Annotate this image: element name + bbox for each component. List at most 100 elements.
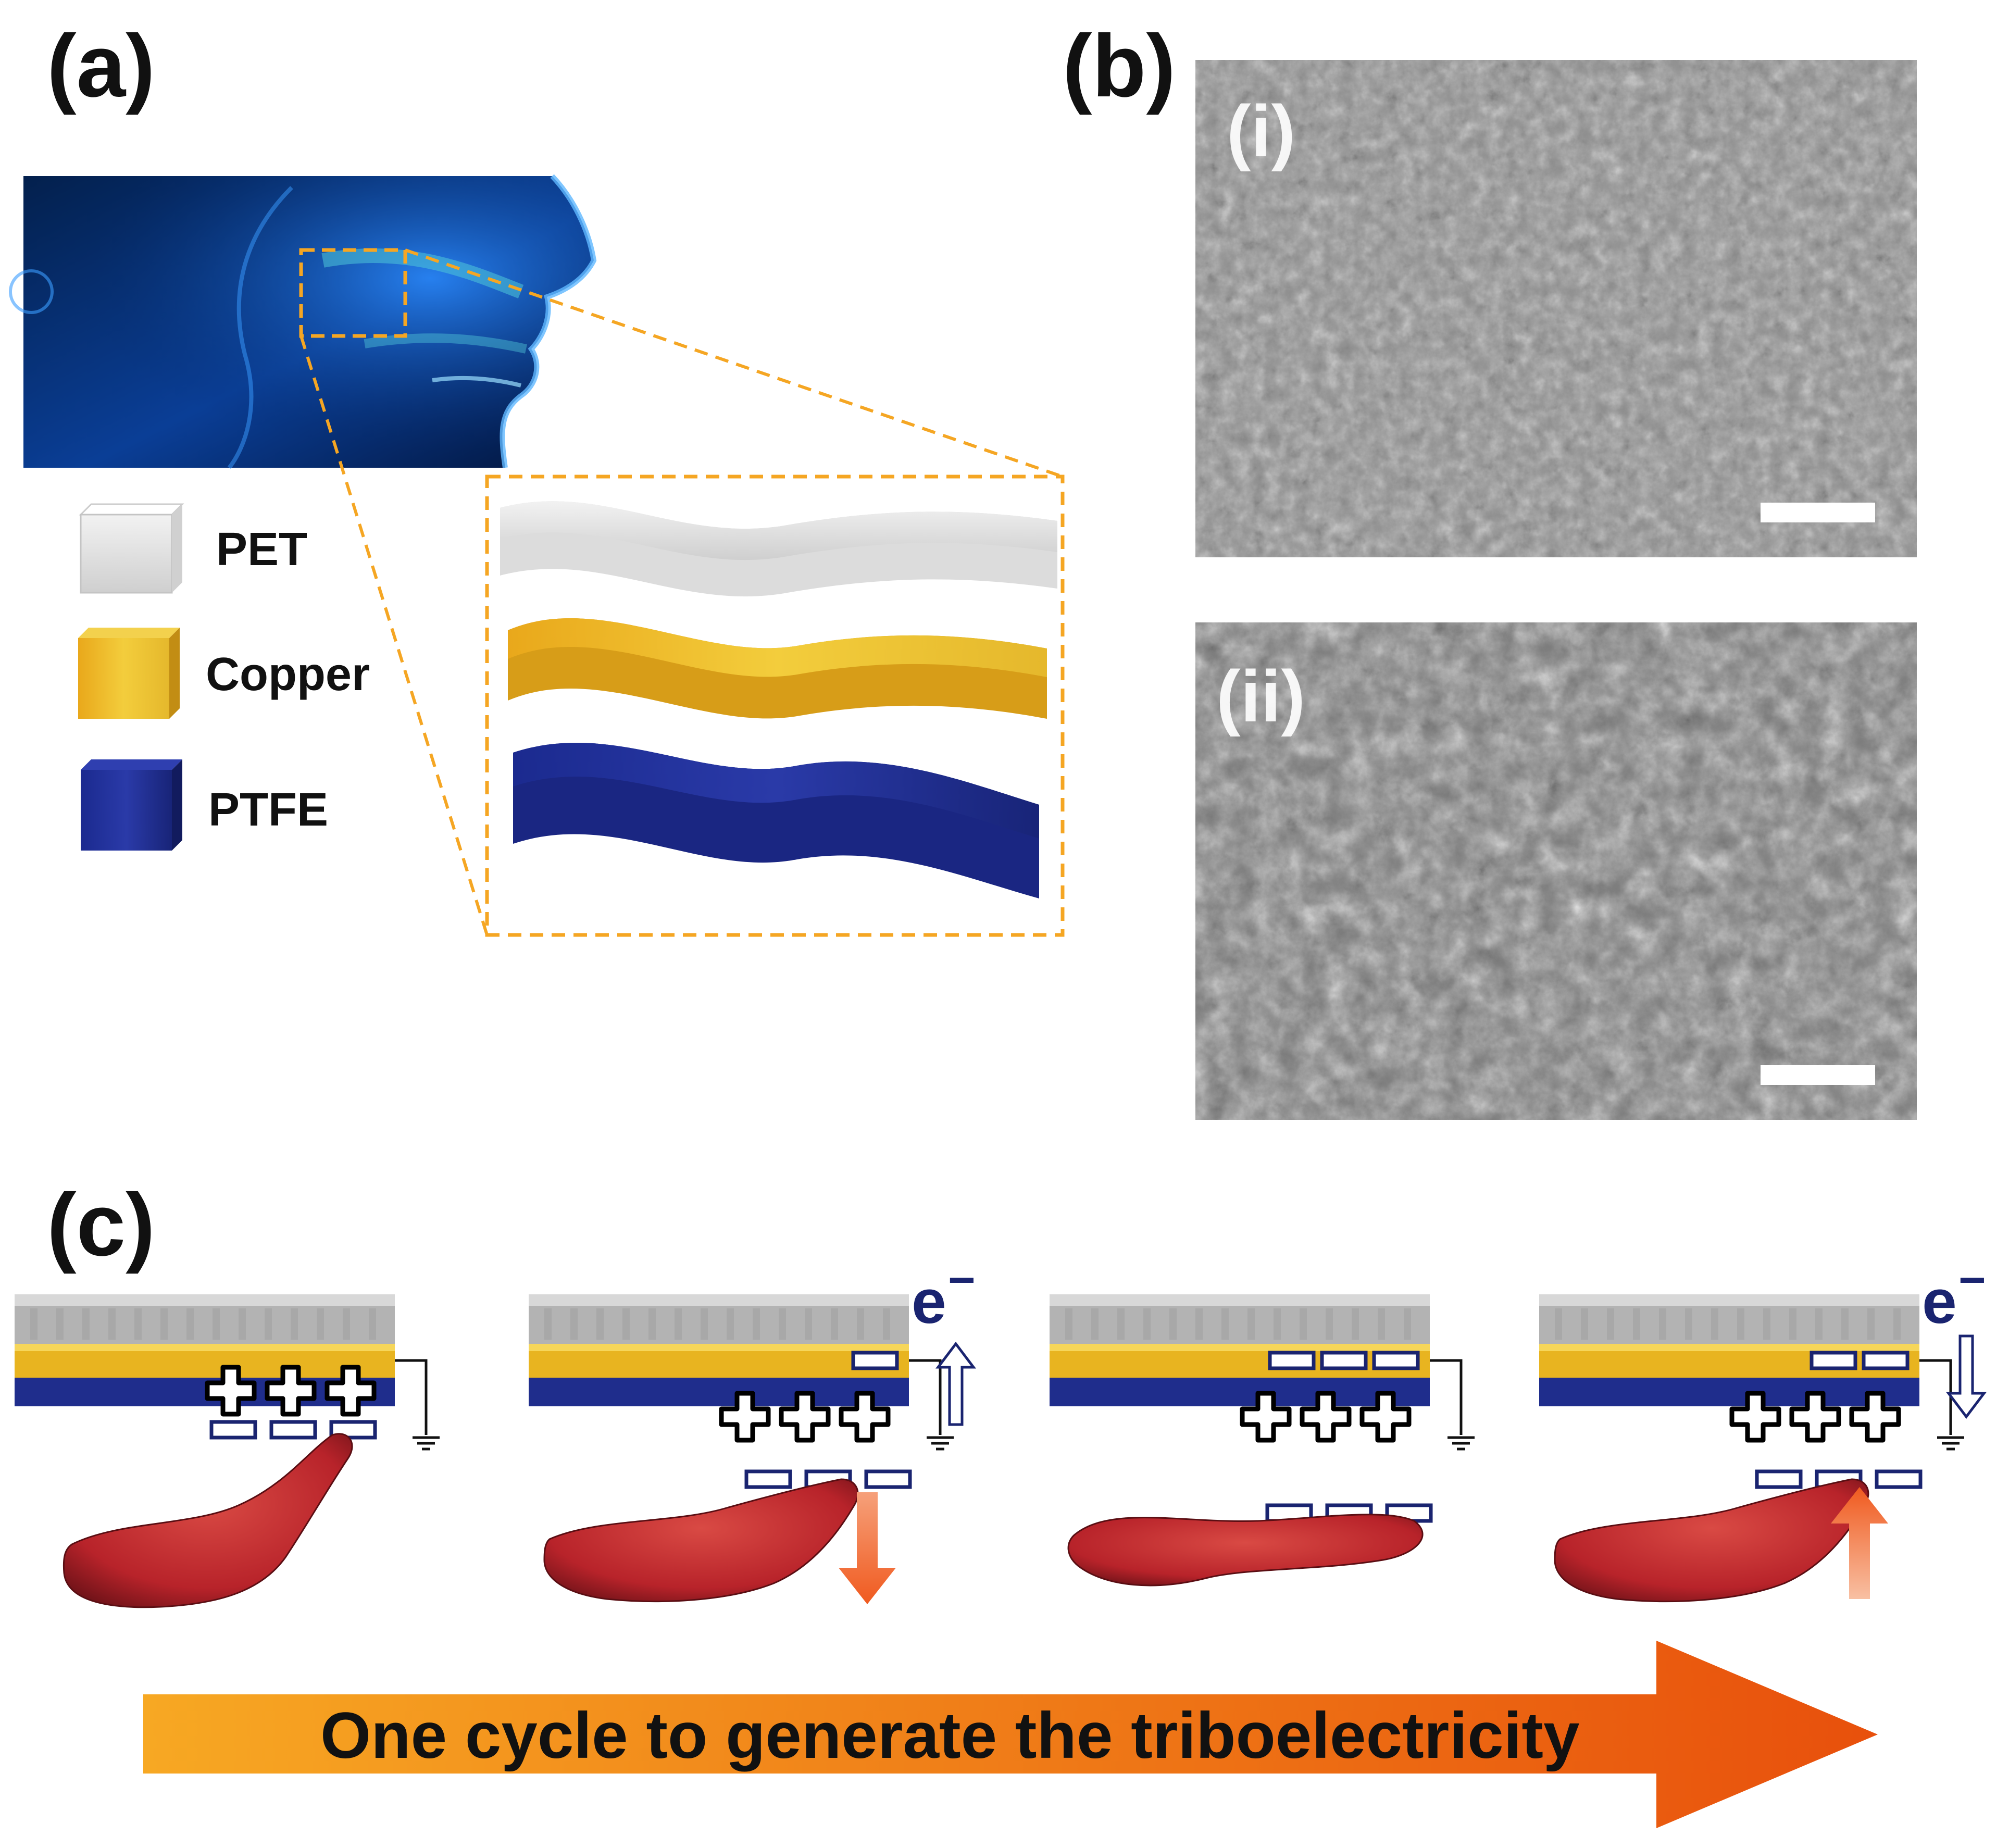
pet-texture bbox=[857, 1308, 864, 1340]
zoom-box bbox=[299, 248, 407, 338]
legend-ptfe-cube bbox=[81, 759, 182, 851]
motion-arrow-up bbox=[1831, 1487, 1888, 1599]
positive-charge bbox=[779, 1391, 831, 1443]
electron-label: e bbox=[912, 1267, 946, 1337]
layer-stack bbox=[500, 501, 1057, 898]
negative-charge bbox=[1372, 1351, 1420, 1370]
pet-texture bbox=[291, 1308, 298, 1340]
ground-icon bbox=[413, 1436, 440, 1451]
plus-sign bbox=[1849, 1391, 1901, 1443]
plus-sign bbox=[719, 1391, 771, 1443]
pet-top-edge bbox=[15, 1294, 395, 1306]
pet-texture bbox=[1404, 1308, 1411, 1340]
pet-texture bbox=[186, 1308, 194, 1340]
tongue bbox=[63, 1433, 353, 1608]
pet-texture bbox=[648, 1308, 656, 1340]
face-illustration bbox=[9, 174, 604, 469]
positive-charge bbox=[325, 1365, 377, 1417]
copper-highlight bbox=[529, 1344, 909, 1351]
sem-image-i bbox=[1195, 60, 1917, 557]
pet-texture bbox=[134, 1308, 142, 1340]
ptfe-layer bbox=[1050, 1378, 1430, 1406]
pet-texture bbox=[805, 1308, 812, 1340]
legend: PET Copper PTFE bbox=[78, 503, 370, 851]
pet-texture bbox=[701, 1308, 708, 1340]
pet-texture bbox=[108, 1308, 116, 1340]
negative-charge bbox=[1320, 1351, 1368, 1370]
cycle-arrow-text: One cycle to generate the triboelectrici… bbox=[320, 1700, 1579, 1772]
electron-sign: − bbox=[1958, 1254, 1986, 1306]
negative-charge bbox=[269, 1420, 317, 1440]
pet-texture bbox=[1221, 1308, 1229, 1340]
negative-charge bbox=[1755, 1469, 1803, 1489]
sem-image-ii bbox=[1195, 622, 1917, 1120]
pet-texture bbox=[1091, 1308, 1099, 1340]
pet-texture bbox=[1117, 1308, 1125, 1340]
pet-layer bbox=[500, 501, 1057, 597]
pet-texture bbox=[570, 1308, 578, 1340]
pet-texture bbox=[1352, 1308, 1359, 1340]
scale-bar-i bbox=[1761, 503, 1875, 522]
positive-charge bbox=[719, 1391, 771, 1443]
pet-texture bbox=[1378, 1308, 1385, 1340]
pet-texture bbox=[675, 1308, 682, 1340]
panel-b-i-label: (i) bbox=[1227, 90, 1295, 172]
pet-texture bbox=[239, 1308, 246, 1340]
pet-texture bbox=[56, 1308, 64, 1340]
positive-charge bbox=[1359, 1391, 1412, 1443]
plus-sign bbox=[1300, 1391, 1352, 1443]
ground-icon bbox=[1937, 1436, 1964, 1451]
pet-texture bbox=[1763, 1308, 1770, 1340]
pet-texture bbox=[1274, 1308, 1281, 1340]
callout-lines bbox=[300, 248, 1063, 935]
panel-b-label: (b) bbox=[1063, 17, 1176, 116]
motion-arrow-down bbox=[839, 1492, 896, 1604]
cycle-step-2: e− bbox=[529, 1254, 977, 1604]
pet-texture bbox=[883, 1308, 890, 1340]
pet-texture bbox=[753, 1308, 760, 1340]
pet-texture bbox=[1867, 1308, 1875, 1340]
ptfe-layer bbox=[1539, 1378, 1919, 1406]
pet-texture bbox=[82, 1308, 90, 1340]
cycle-step-3 bbox=[1050, 1294, 1475, 1587]
positive-charge bbox=[1240, 1391, 1292, 1443]
pet-texture bbox=[622, 1308, 630, 1340]
pet-texture bbox=[160, 1308, 168, 1340]
positive-charge bbox=[1789, 1391, 1841, 1443]
pet-texture bbox=[1581, 1308, 1588, 1340]
copper-highlight bbox=[1539, 1344, 1919, 1351]
layer-stack-box bbox=[485, 475, 1065, 937]
pet-top-edge bbox=[529, 1294, 909, 1306]
ground-wire bbox=[1430, 1359, 1463, 1435]
plus-sign bbox=[325, 1365, 377, 1417]
pet-texture bbox=[1711, 1308, 1718, 1340]
negative-charge bbox=[1268, 1351, 1316, 1370]
pet-texture bbox=[1893, 1308, 1901, 1340]
pet-texture bbox=[1685, 1308, 1692, 1340]
plus-sign bbox=[1789, 1391, 1841, 1443]
pet-texture bbox=[1247, 1308, 1255, 1340]
plus-sign bbox=[265, 1365, 317, 1417]
pet-texture bbox=[1659, 1308, 1666, 1340]
electron-label: e bbox=[1922, 1267, 1957, 1337]
pet-texture bbox=[1633, 1308, 1640, 1340]
pet-texture bbox=[596, 1308, 604, 1340]
cycle-steps: e−e− bbox=[15, 1254, 1987, 1608]
cycle-step-1 bbox=[15, 1294, 440, 1608]
pet-texture bbox=[1737, 1308, 1744, 1340]
legend-ptfe-label: PTFE bbox=[208, 784, 328, 836]
pet-texture bbox=[1815, 1308, 1823, 1340]
negative-charge bbox=[864, 1469, 912, 1489]
pet-texture bbox=[1841, 1308, 1849, 1340]
scale-bar-ii bbox=[1761, 1065, 1875, 1085]
copper-layer bbox=[508, 618, 1047, 719]
tongue bbox=[1067, 1514, 1424, 1587]
negative-charge bbox=[209, 1420, 257, 1440]
pet-texture bbox=[1607, 1308, 1614, 1340]
pet-texture bbox=[1195, 1308, 1203, 1340]
pet-texture bbox=[1300, 1308, 1307, 1340]
positive-charge bbox=[839, 1391, 891, 1443]
pet-texture bbox=[831, 1308, 838, 1340]
positive-charge bbox=[265, 1365, 317, 1417]
pet-texture bbox=[213, 1308, 220, 1340]
